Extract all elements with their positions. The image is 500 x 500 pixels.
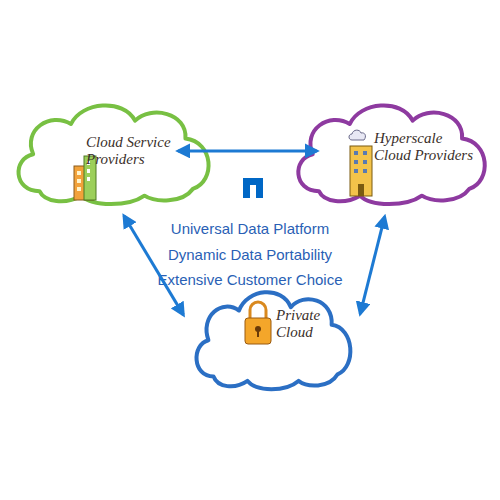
cloud-label: Cloud Service Providers bbox=[86, 134, 204, 168]
cloud-outline bbox=[188, 283, 358, 393]
center-label: Extensive Customer Choice bbox=[0, 271, 500, 288]
cloud-node: Private Cloud bbox=[188, 283, 358, 393]
cloud-node: Cloud Service Providers bbox=[8, 96, 218, 208]
brand-logo bbox=[243, 178, 263, 198]
center-label: Dynamic Data Portability bbox=[0, 246, 500, 263]
cloud-label: Hyperscale Cloud Providers bbox=[374, 130, 479, 164]
cloud-node: Hyperscale Cloud Providers bbox=[288, 96, 494, 208]
double-arrow bbox=[360, 217, 384, 314]
cloud-label: Private Cloud bbox=[276, 307, 336, 341]
center-label: Universal Data Platform bbox=[0, 220, 500, 237]
